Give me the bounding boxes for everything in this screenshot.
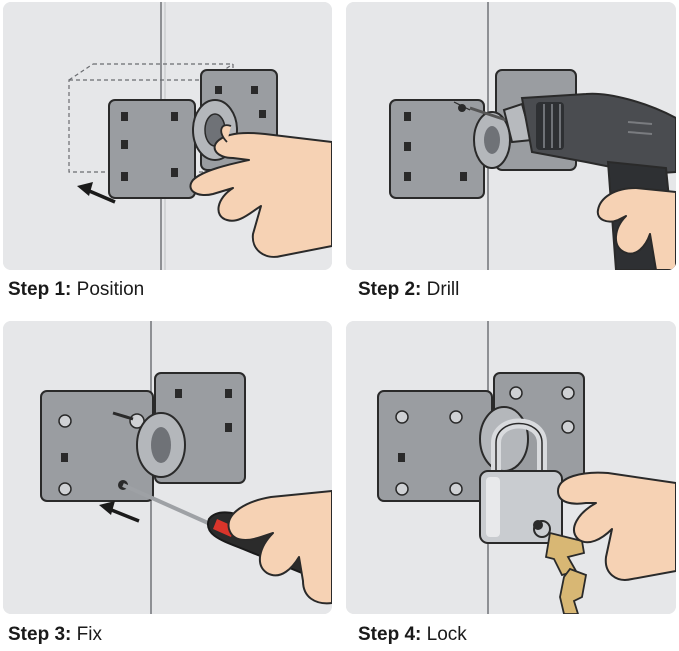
step-4-label: Step 4: xyxy=(358,624,421,645)
step-1-illustration xyxy=(3,2,332,270)
hasp-plate-icon xyxy=(390,100,484,198)
step-2-caption: Step 2: Drill xyxy=(358,279,459,301)
step-3-caption: Step 3: Fix xyxy=(8,624,102,646)
step-4-scene xyxy=(346,321,676,614)
step-1-action: Position xyxy=(77,279,145,300)
step-2-illustration xyxy=(346,2,676,270)
step-2-action: Drill xyxy=(427,279,460,300)
step-4-caption: Step 4: Lock xyxy=(358,624,467,646)
step-2-label: Step 2: xyxy=(358,279,421,300)
hasp-plate-icon xyxy=(378,391,492,501)
step-3-scene xyxy=(3,321,332,614)
step-4-action: Lock xyxy=(427,624,467,645)
step-1-label: Step 1: xyxy=(8,279,71,300)
step-3-label: Step 3: xyxy=(8,624,71,645)
step-2-scene xyxy=(346,2,676,270)
step-3-action: Fix xyxy=(77,624,102,645)
hasp-plate-icon xyxy=(109,100,195,198)
step-1-scene xyxy=(3,2,332,270)
step-1-caption: Step 1: Position xyxy=(8,279,144,301)
step-3-illustration xyxy=(3,321,332,614)
step-4-illustration xyxy=(346,321,676,614)
